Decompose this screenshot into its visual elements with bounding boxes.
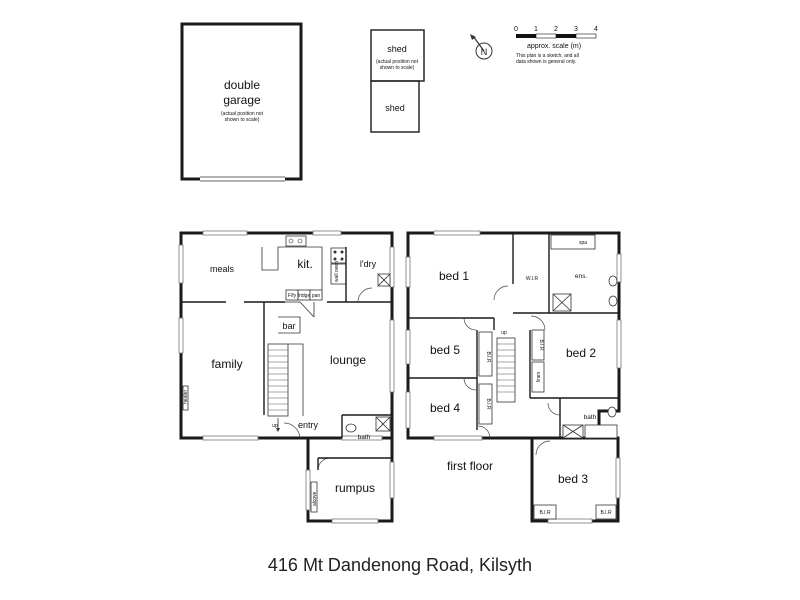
property-address: 416 Mt Dandenong Road, Kilsyth: [268, 555, 532, 575]
bir-bed2-label: B.I.R: [538, 339, 544, 351]
room-rumpus: rumpus: [335, 481, 375, 495]
room-bed-4: bed 4: [430, 401, 460, 415]
room-bed-3: bed 3: [558, 472, 588, 486]
first-stair-up: up: [501, 330, 507, 336]
disclaimer-line2: data shown is general only.: [516, 59, 576, 65]
scale-tick-3: 3: [574, 26, 578, 33]
bir-bed3-left-label: B.I.R: [539, 510, 551, 516]
ground-floor-plan: meals kit. l'dry family bar lounge entry…: [178, 230, 395, 524]
pan-label: pan: [312, 293, 321, 299]
shed-bottom-label: shed: [385, 103, 405, 113]
room-bed-1: bed 1: [439, 269, 469, 283]
bir-bed3-right-label: B.I.R: [600, 510, 612, 516]
bir-bed4-label: B.I.R: [485, 398, 491, 410]
room-family: family: [211, 357, 242, 371]
north-arrow-icon: N: [470, 34, 493, 60]
double-garage: double garage (actual position not shown…: [180, 22, 303, 182]
first-floor-title: first floor: [447, 459, 493, 473]
shed-top-note-line1: (actual position not: [376, 59, 419, 65]
room-first-bath: bath: [584, 414, 597, 421]
sheds: shed (actual position not shown to scale…: [370, 29, 425, 133]
garage-note-line1: (actual position not: [221, 111, 264, 117]
room-meals: meals: [210, 264, 235, 274]
scale-tick-1: 1: [534, 26, 538, 33]
room-kitchen: kit.: [297, 257, 312, 271]
room-laundry: l'dry: [360, 259, 377, 269]
north-label: N: [481, 47, 488, 57]
garage-label-line1: double: [224, 78, 260, 92]
fridge-label: fridge: [298, 293, 311, 299]
first-floor-plan: bed 1 W.I.R ens. spa bed 5 bed 2 bed 4 b…: [405, 230, 622, 524]
room-bed-5: bed 5: [430, 343, 460, 357]
garage-note-line2: shown to scale): [225, 117, 260, 123]
bir-bed5-label: B.I.R: [485, 351, 491, 363]
heater-label: heater: [183, 389, 189, 404]
room-lounge: lounge: [330, 353, 366, 367]
scale-bar: 0 1 2 3 4 approx. scale (m) This plan is…: [514, 26, 598, 65]
wall-oven-label: wall oven: [334, 261, 340, 282]
room-entry: entry: [298, 420, 319, 430]
room-bed-2: bed 2: [566, 346, 596, 360]
shed-top-note-line2: shown to scale): [380, 65, 415, 71]
wir-label: W.I.R: [526, 276, 539, 282]
shed-top-label: shed: [387, 44, 407, 54]
room-bar: bar: [282, 321, 295, 331]
alcove-label: alcove: [312, 491, 318, 506]
room-ensuite: ens.: [575, 273, 587, 280]
ffy-label: F/fy: [288, 293, 297, 299]
scale-tick-4: 4: [594, 26, 598, 33]
garage-label-line2: garage: [223, 93, 261, 107]
disclaimer-line1: This plan is a sketch, and all: [516, 53, 579, 59]
scale-label: approx. scale (m): [527, 43, 581, 50]
room-ground-bath: bath: [358, 434, 371, 441]
linen-label: linen: [536, 372, 542, 383]
scale-tick-0: 0: [514, 26, 518, 33]
spa-label: spa: [579, 240, 587, 246]
scale-tick-2: 2: [554, 26, 558, 33]
ground-stair-up: up: [272, 423, 278, 429]
